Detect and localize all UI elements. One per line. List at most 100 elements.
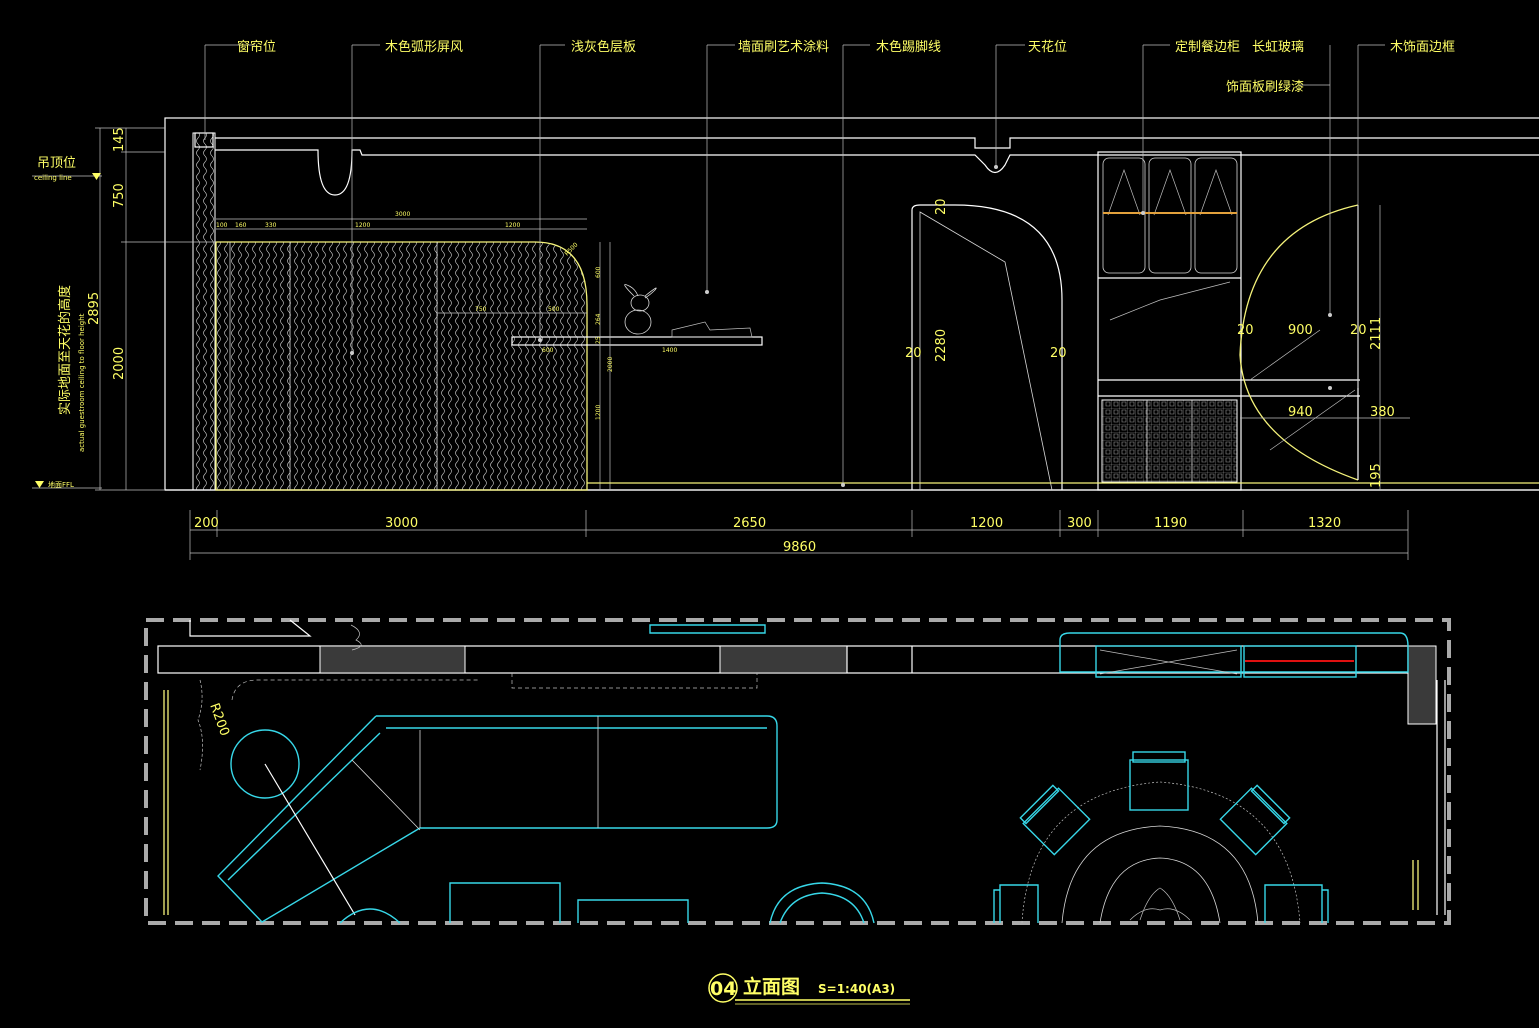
dim-screen-part-5: 1200 [505,222,520,229]
dim-seg-200: 200 [194,516,219,531]
dim-base-height: 195 [1369,463,1384,488]
title-number: 04 [710,978,736,1000]
height-label-cn: 实际地面至天花的高度 [57,285,73,415]
callout-ceiling: 天花位 [1028,39,1067,55]
plan-dining-chair-5 [1264,884,1329,923]
dim-arch-right: 20 [1050,346,1067,361]
dim-shelf-2: 500 [548,306,560,313]
plan-round-chair [769,882,875,924]
cabinet-door-2 [1148,157,1192,274]
plan-dining-chair-4 [993,884,1039,923]
callout-paint: 墙面刷艺术涂料 [738,39,829,55]
callout-shelf: 浅灰色层板 [571,39,636,55]
dim-side-1: 600 [595,266,602,278]
callout-dots [350,165,1332,487]
dim-side-2: 264 [595,313,602,325]
dim-seg-1190: 1190 [1154,516,1187,531]
plan-dining-chair-3 [1219,784,1291,856]
plan-dining-table [1021,781,1301,924]
grey-shelf [511,336,763,346]
dim-2000: 2000 [112,347,127,380]
plan-radius-label: R200 [206,701,232,738]
arched-door-leaf [919,211,1053,491]
callout-cabinet: 定制餐边柜 [1175,39,1240,55]
dim-arch-left: 20 [905,346,922,361]
dim-750: 750 [112,183,127,208]
dim-side-4: 2000 [607,357,614,372]
plan-wall-block-2 [719,645,848,674]
dim-mirror-height: 2111 [1369,317,1384,350]
dim-seg-300: 300 [1067,516,1092,531]
dim-mirror-left: 20 [1237,323,1254,338]
plan-column [1407,645,1437,725]
dim-side-3: 25 [595,336,602,344]
bottom-dimension-lines [189,510,1409,560]
plan-lotus-icon [1129,887,1191,921]
dim-seg-3000: 3000 [385,516,418,531]
plan-view: R200 [144,618,1451,925]
floor-marker-icon [35,481,44,488]
dim-screen-total: 3000 [395,211,410,218]
dim-side-5: 1200 [595,405,602,420]
elevation-view [164,117,1539,491]
dim-mirror-low-height: 380 [1370,405,1395,420]
ceiling-marker-icon [92,173,101,180]
callout-glass: 长虹玻璃 [1252,40,1304,55]
dim-seg-1200: 1200 [970,516,1003,531]
callout-screen: 木色弧形屏风 [385,39,463,55]
ceiling-label-cn: 吊顶位 [37,156,76,171]
dim-145: 145 [112,127,127,152]
title-scale: S=1:40(A3) [818,982,895,996]
callout-curtain: 窗帘位 [237,39,276,55]
curtain-column [192,132,216,491]
circle-mirror-panel [1239,204,1359,481]
callout-panel: 饰面板刷绿漆 [1226,79,1304,95]
dim-shelf-4: 1400 [662,347,677,354]
plan-coffee-table-1 [449,882,561,923]
cabinet-door-3 [1194,157,1238,274]
shelf-books-icon [671,321,753,338]
plan-sofa [217,715,778,923]
left-dimension-lines [32,127,216,491]
cabinet-lattice-doors [1101,399,1238,483]
title-name: 立面图 [743,975,800,998]
ceiling-label-en: ceiling line [34,174,72,182]
height-label-en: actual guestroom ceiling to floor height [78,313,86,452]
dim-mirror-right: 20 [1350,323,1367,338]
dim-2895: 2895 [87,292,102,325]
plan-cabinet [1059,632,1409,673]
ceiling-upper-line [215,137,1539,149]
plan-wall-block-1 [319,645,466,674]
curtain-rail-icon [194,132,214,148]
cabinet-door-1 [1102,157,1146,274]
dining-cabinet [1097,151,1242,491]
plan-dashed-boundary [144,618,1451,925]
dim-arch-top: 20 [934,198,949,215]
dim-shelf-1: 750 [475,306,487,313]
rabbit-figurine-icon [624,284,657,335]
plan-dining-chair-2 [1019,784,1091,856]
dim-mirror-width: 900 [1288,323,1313,338]
dim-seg-1320: 1320 [1308,516,1341,531]
callout-frame: 木饰面边框 [1390,40,1455,55]
drawing-title-block: 04 立面图 S=1:40(A3) [708,973,910,1005]
plan-dining-chair-1 [1129,759,1189,811]
dim-screen-part-1: 100 [216,222,228,229]
dim-arch-height: 2280 [934,329,949,362]
dim-mirror-low-width: 940 [1288,405,1313,420]
dim-shelf-3: 600 [542,347,554,354]
floor-label: 地面FFL [48,480,74,489]
plan-side-table [230,729,300,799]
dim-screen-part-4: 1200 [355,222,370,229]
wood-screen [215,241,588,491]
callout-skirting: 木色踢脚线 [876,39,941,55]
dim-screen-part-3: 330 [265,222,277,229]
callout-leaders [204,44,1385,485]
dim-screen-part-2: 160 [235,222,247,229]
dim-seg-2650: 2650 [733,516,766,531]
title-number-circle [708,973,738,1003]
plan-coffee-table-2 [577,899,689,923]
arched-doorway [911,204,1063,490]
dim-total-9860: 9860 [783,540,816,555]
